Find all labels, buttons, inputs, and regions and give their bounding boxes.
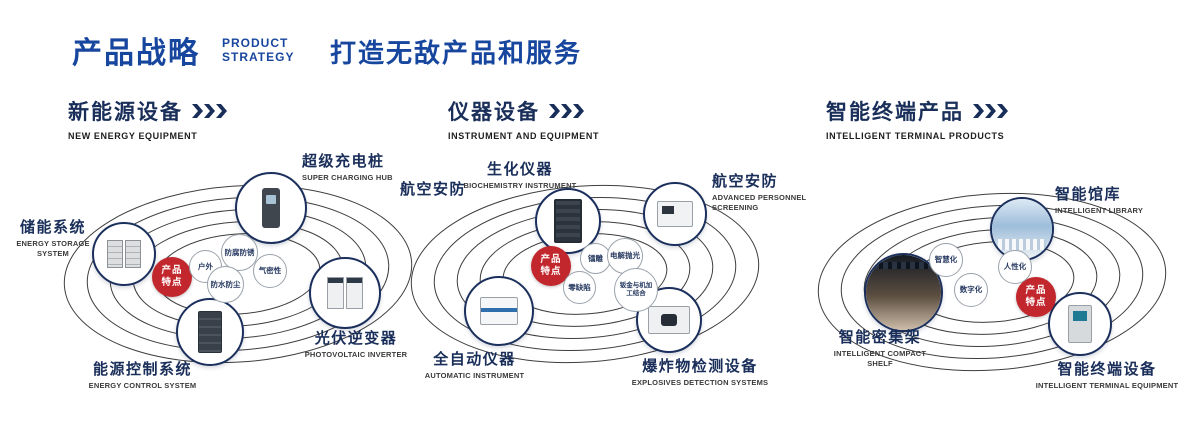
- node-label-zh: 全自动仪器: [433, 351, 516, 368]
- label-automatic-instrument: 全自动仪器 AUTOMATIC INSTRUMENT: [412, 348, 537, 381]
- node-label-en: SUPER CHARGING HUB: [302, 173, 393, 182]
- node-label-zh: 光伏逆变器: [314, 330, 398, 347]
- node-label-zh: 智能终端设备: [1057, 361, 1157, 378]
- node-automatic-instrument: [464, 276, 534, 346]
- section-header-new-energy: 新能源设备 NEW ENERGY EQUIPMENT: [68, 96, 228, 141]
- product-features-badge: 产品 特点: [1016, 277, 1056, 317]
- super-charging-hub-image: [262, 188, 280, 228]
- node-label-zh: 超级充电桩: [302, 153, 385, 170]
- feature-bubble: 镭雕: [580, 243, 611, 274]
- section-subtitle-en: INSTRUMENT AND EQUIPMENT: [448, 131, 600, 141]
- automatic-instrument-image: [480, 297, 518, 325]
- page-title-en-line1: PRODUCT: [222, 36, 289, 50]
- node-label-en: ADVANCED PERSONNEL SCREENING: [712, 193, 807, 213]
- node-biochemistry-instrument: [535, 188, 601, 254]
- node-label-zh: 智能密集架: [838, 329, 922, 346]
- product-features-badge: 产品 特点: [152, 257, 192, 297]
- label-intelligent-terminal-equipment: 智能终端设备 INTELLIGENT TERMINAL EQUIPMENT: [1028, 358, 1186, 391]
- tagline: 打造无敌产品和服务: [330, 38, 583, 68]
- feature-bubble: 智慧化: [929, 243, 963, 277]
- intelligent-compact-shelf-image: [866, 255, 941, 330]
- node-label-en: ENERGY CONTROL SYSTEM: [88, 381, 197, 390]
- triple-arrow-icon: [973, 104, 1008, 118]
- node-intelligent-compact-shelf: [864, 253, 943, 332]
- node-super-charging-hub: [235, 172, 307, 244]
- section-header-instrument: 仪器设备 INSTRUMENT AND EQUIPMENT: [448, 96, 599, 141]
- section-header-intelligent-terminal: 智能终端产品 INTELLIGENT TERMINAL PRODUCTS: [826, 96, 1009, 141]
- side-label-zh: 航空安防: [400, 181, 467, 198]
- feature-bubble: 人性化: [998, 250, 1032, 284]
- feature-bubble: 钣金与机加工结合: [614, 268, 658, 312]
- feature-bubble: 防腐防锈: [221, 234, 258, 271]
- node-energy-control-system: [176, 298, 244, 366]
- feature-bubble: 零缺陷: [563, 271, 596, 304]
- node-intelligent-terminal-equipment: [1048, 292, 1112, 356]
- node-energy-storage-system: [92, 222, 156, 286]
- node-label-en: EXPLOSIVES DETECTION SYSTEMS: [631, 378, 769, 387]
- node-photovoltaic-inverter: [309, 257, 381, 329]
- feature-bubble: 气密性: [253, 254, 287, 288]
- node-label-zh: 爆炸物检测设备: [642, 358, 758, 375]
- page-title-en: PRODUCT STRATEGY: [222, 36, 295, 65]
- personnel-screening-image: [657, 201, 693, 227]
- node-label-en: BIOCHEMISTRY INSTRUMENT: [463, 181, 577, 190]
- node-label-zh: 能源控制系统: [92, 361, 192, 378]
- badge-line1: 产品: [161, 264, 183, 276]
- feature-bubble: 防水防尘: [207, 266, 244, 303]
- node-label-en: AUTOMATIC INSTRUMENT: [424, 371, 525, 380]
- node-label-en: PHOTOVOLTAIC INVERTER: [304, 350, 408, 359]
- feature-bubble: 数字化: [954, 273, 988, 307]
- page-title: 产品战略: [72, 37, 200, 70]
- label-super-charging-hub: 超级充电桩 SUPER CHARGING HUB: [302, 150, 417, 183]
- label-energy-control-system: 能源控制系统 ENERGY CONTROL SYSTEM: [75, 358, 210, 391]
- explosives-detection-image: [648, 306, 690, 334]
- energy-storage-image: [107, 240, 141, 268]
- intelligent-library-image: [992, 199, 1052, 259]
- node-label-en: ENERGY STORAGE SYSTEM: [16, 239, 90, 259]
- section-title: 智能终端产品: [826, 101, 964, 124]
- node-label-zh: 智能馆库: [1055, 186, 1122, 203]
- photovoltaic-inverter-image: [327, 277, 363, 309]
- intelligent-terminal-equipment-image: [1068, 305, 1092, 343]
- label-advanced-personnel-screening: 航空安防 ADVANCED PERSONNEL SCREENING: [712, 170, 822, 213]
- section-subtitle-en: NEW ENERGY EQUIPMENT: [68, 131, 198, 141]
- badge-line2: 特点: [161, 277, 183, 288]
- node-advanced-personnel-screening: [643, 182, 707, 246]
- label-photovoltaic-inverter: 光伏逆变器 PHOTOVOLTAIC INVERTER: [297, 327, 415, 360]
- label-explosives-detection: 爆炸物检测设备 EXPLOSIVES DETECTION SYSTEMS: [620, 355, 780, 388]
- badge-line2: 特点: [540, 266, 562, 277]
- label-intelligent-library: 智能馆库 INTELLIGENT LIBRARY: [1055, 183, 1165, 216]
- triple-arrow-icon: [192, 104, 227, 118]
- label-intelligent-compact-shelf: 智能密集架 INTELLIGENT COMPACT SHELF: [824, 326, 936, 369]
- node-intelligent-library: [990, 197, 1054, 261]
- node-explosives-detection: [636, 287, 702, 353]
- badge-line2: 特点: [1025, 297, 1047, 308]
- node-label-en: INTELLIGENT LIBRARY: [1055, 206, 1144, 215]
- section-title: 新能源设备: [68, 101, 183, 124]
- node-label-zh: 航空安防: [712, 173, 779, 190]
- label-biochemistry-instrument: 生化仪器 BIOCHEMISTRY INSTRUMENT: [458, 158, 582, 191]
- page-title-en-line2: STRATEGY: [222, 49, 295, 64]
- node-label-zh: 储能系统: [19, 219, 86, 236]
- triple-arrow-icon: [549, 104, 584, 118]
- section-title: 仪器设备: [448, 101, 540, 124]
- node-label-en: INTELLIGENT COMPACT SHELF: [833, 349, 927, 369]
- badge-line1: 产品: [1025, 284, 1047, 296]
- node-label-en: INTELLIGENT TERMINAL EQUIPMENT: [1035, 381, 1179, 390]
- label-energy-storage-system: 储能系统 ENERGY STORAGE SYSTEM: [12, 216, 94, 259]
- badge-line1: 产品: [540, 253, 562, 265]
- label-aviation-security-side: 航空安防: [400, 178, 480, 199]
- energy-control-system-image: [198, 311, 222, 353]
- section-subtitle-en: INTELLIGENT TERMINAL PRODUCTS: [826, 131, 1005, 141]
- biochemistry-instrument-image: [554, 199, 582, 243]
- node-label-zh: 生化仪器: [486, 161, 553, 178]
